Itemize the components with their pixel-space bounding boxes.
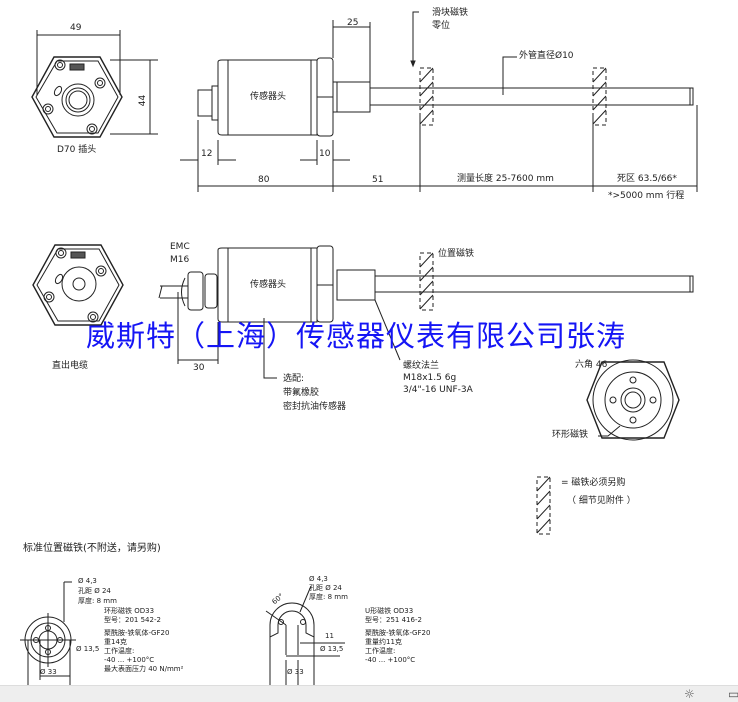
u-temp: -40 ... +100°C xyxy=(365,656,416,664)
emc-label: EMC xyxy=(170,242,190,252)
d70-connector-label: D70 插头 xyxy=(57,145,97,155)
sensor-head-label-2: 传感器头 xyxy=(250,280,287,290)
legend-line-1: = 磁铁必须另购 xyxy=(561,478,626,488)
tube-diameter-label: 外管直径Ø10 xyxy=(519,51,574,61)
dim-lines-top xyxy=(180,20,698,192)
dim-12: 12 xyxy=(201,149,213,159)
flange-thread-unf: 3/4"-16 UNF-3A xyxy=(403,385,473,395)
hex46-ring-magnet xyxy=(586,359,680,441)
dim-80: 80 xyxy=(258,175,270,185)
ring-pitch: 孔距 Ø 24 xyxy=(78,587,111,595)
bottom-toolbar: ☼ ▭ xyxy=(0,685,738,702)
position-magnet-label: 位置磁铁 xyxy=(438,249,475,259)
ring-temp: -40 ... +100°C xyxy=(104,656,155,664)
zero-label-2: 零位 xyxy=(432,21,451,31)
u-magnet-drawing xyxy=(265,602,315,685)
watermark: 威斯特（上海）传感器仪表有限公司张涛 xyxy=(86,319,627,353)
dim-25: 25 xyxy=(347,18,359,28)
ring-hole: Ø 4,3 xyxy=(78,577,97,585)
dim-width-line xyxy=(36,30,121,95)
u-pitch: 孔距 Ø 24 xyxy=(309,584,342,592)
dim-30: 30 xyxy=(193,363,205,373)
ring-name: 环形磁铁 OD33 xyxy=(104,607,155,615)
u-inner-dia: Ø 13,5 xyxy=(320,645,344,653)
dim-51: 51 xyxy=(372,175,384,185)
legend-hatch xyxy=(536,476,551,535)
cable-face-label: 直出电缆 xyxy=(52,361,89,371)
u-gap: 11 xyxy=(325,632,334,640)
option-label: 选配: xyxy=(283,374,305,384)
option-line-2: 带氟橡胶 xyxy=(283,388,320,398)
measure-length: 测量长度 25-7600 mm xyxy=(457,174,554,184)
ring-weight: 重14克 xyxy=(104,638,127,646)
u-model: 型号：251 416-2 xyxy=(365,616,422,624)
u-thickness: 厚度: 8 mm xyxy=(309,593,348,601)
ring-magnet-label: 环形磁铁 xyxy=(552,430,589,440)
u-name: U形磁铁 OD33 xyxy=(365,607,414,615)
magnets-title: 标准位置磁铁(不附送，请另购) xyxy=(23,543,161,554)
u-outer-dia: Ø 33 xyxy=(287,668,304,676)
ring-temp-label: 工作温度: xyxy=(104,647,135,655)
cable-connector-face xyxy=(32,244,124,326)
ring-pressure: 最大表面压力 40 N/mm² xyxy=(104,665,184,673)
flange-label: 螺纹法兰 xyxy=(403,361,440,371)
u-temp-label: 工作温度: xyxy=(365,647,396,655)
dim-height-line xyxy=(110,59,158,135)
d70-connector-face xyxy=(31,56,123,138)
zero-label-1: 滑块磁铁 xyxy=(432,8,469,18)
ring-magnet-drawing xyxy=(20,613,76,667)
dim-height: 44 xyxy=(138,94,149,107)
ring-model: 型号：201 542-2 xyxy=(104,616,161,624)
u-material: 聚酰胺-铁氧体-GF20 xyxy=(365,629,431,637)
ring-inner-dia: Ø 13,5 xyxy=(76,645,100,653)
legend-line-2: （ 细节见附件 ） xyxy=(567,496,636,506)
dim-width: 49 xyxy=(70,23,82,33)
option-line-3: 密封抗油传感器 xyxy=(283,402,347,412)
hex-46-label: 六角 46 xyxy=(575,360,608,370)
dim-10: 10 xyxy=(319,149,331,159)
brightness-icon[interactable]: ☼ xyxy=(684,687,695,701)
u-hole: Ø 4,3 xyxy=(309,575,328,583)
dead-zone: 死区 63.5/66* xyxy=(617,174,677,184)
u-weight: 重量约11克 xyxy=(365,638,402,646)
m16-label: M16 xyxy=(170,255,190,265)
flange-thread-metric: M18x1.5 6g xyxy=(403,373,457,383)
dead-zone-note: *>5000 mm 行程 xyxy=(608,191,685,201)
sensor-cable-side-view xyxy=(158,245,694,323)
window-icon[interactable]: ▭ xyxy=(728,687,738,701)
sensor-side-view xyxy=(197,57,694,137)
ring-thickness: 厚度: 8 mm xyxy=(78,597,117,605)
ring-outer-dia: Ø 33 xyxy=(40,668,57,676)
sensor-head-label: 传感器头 xyxy=(250,92,287,102)
ring-material: 聚酰胺-铁氧体-GF20 xyxy=(104,629,170,637)
